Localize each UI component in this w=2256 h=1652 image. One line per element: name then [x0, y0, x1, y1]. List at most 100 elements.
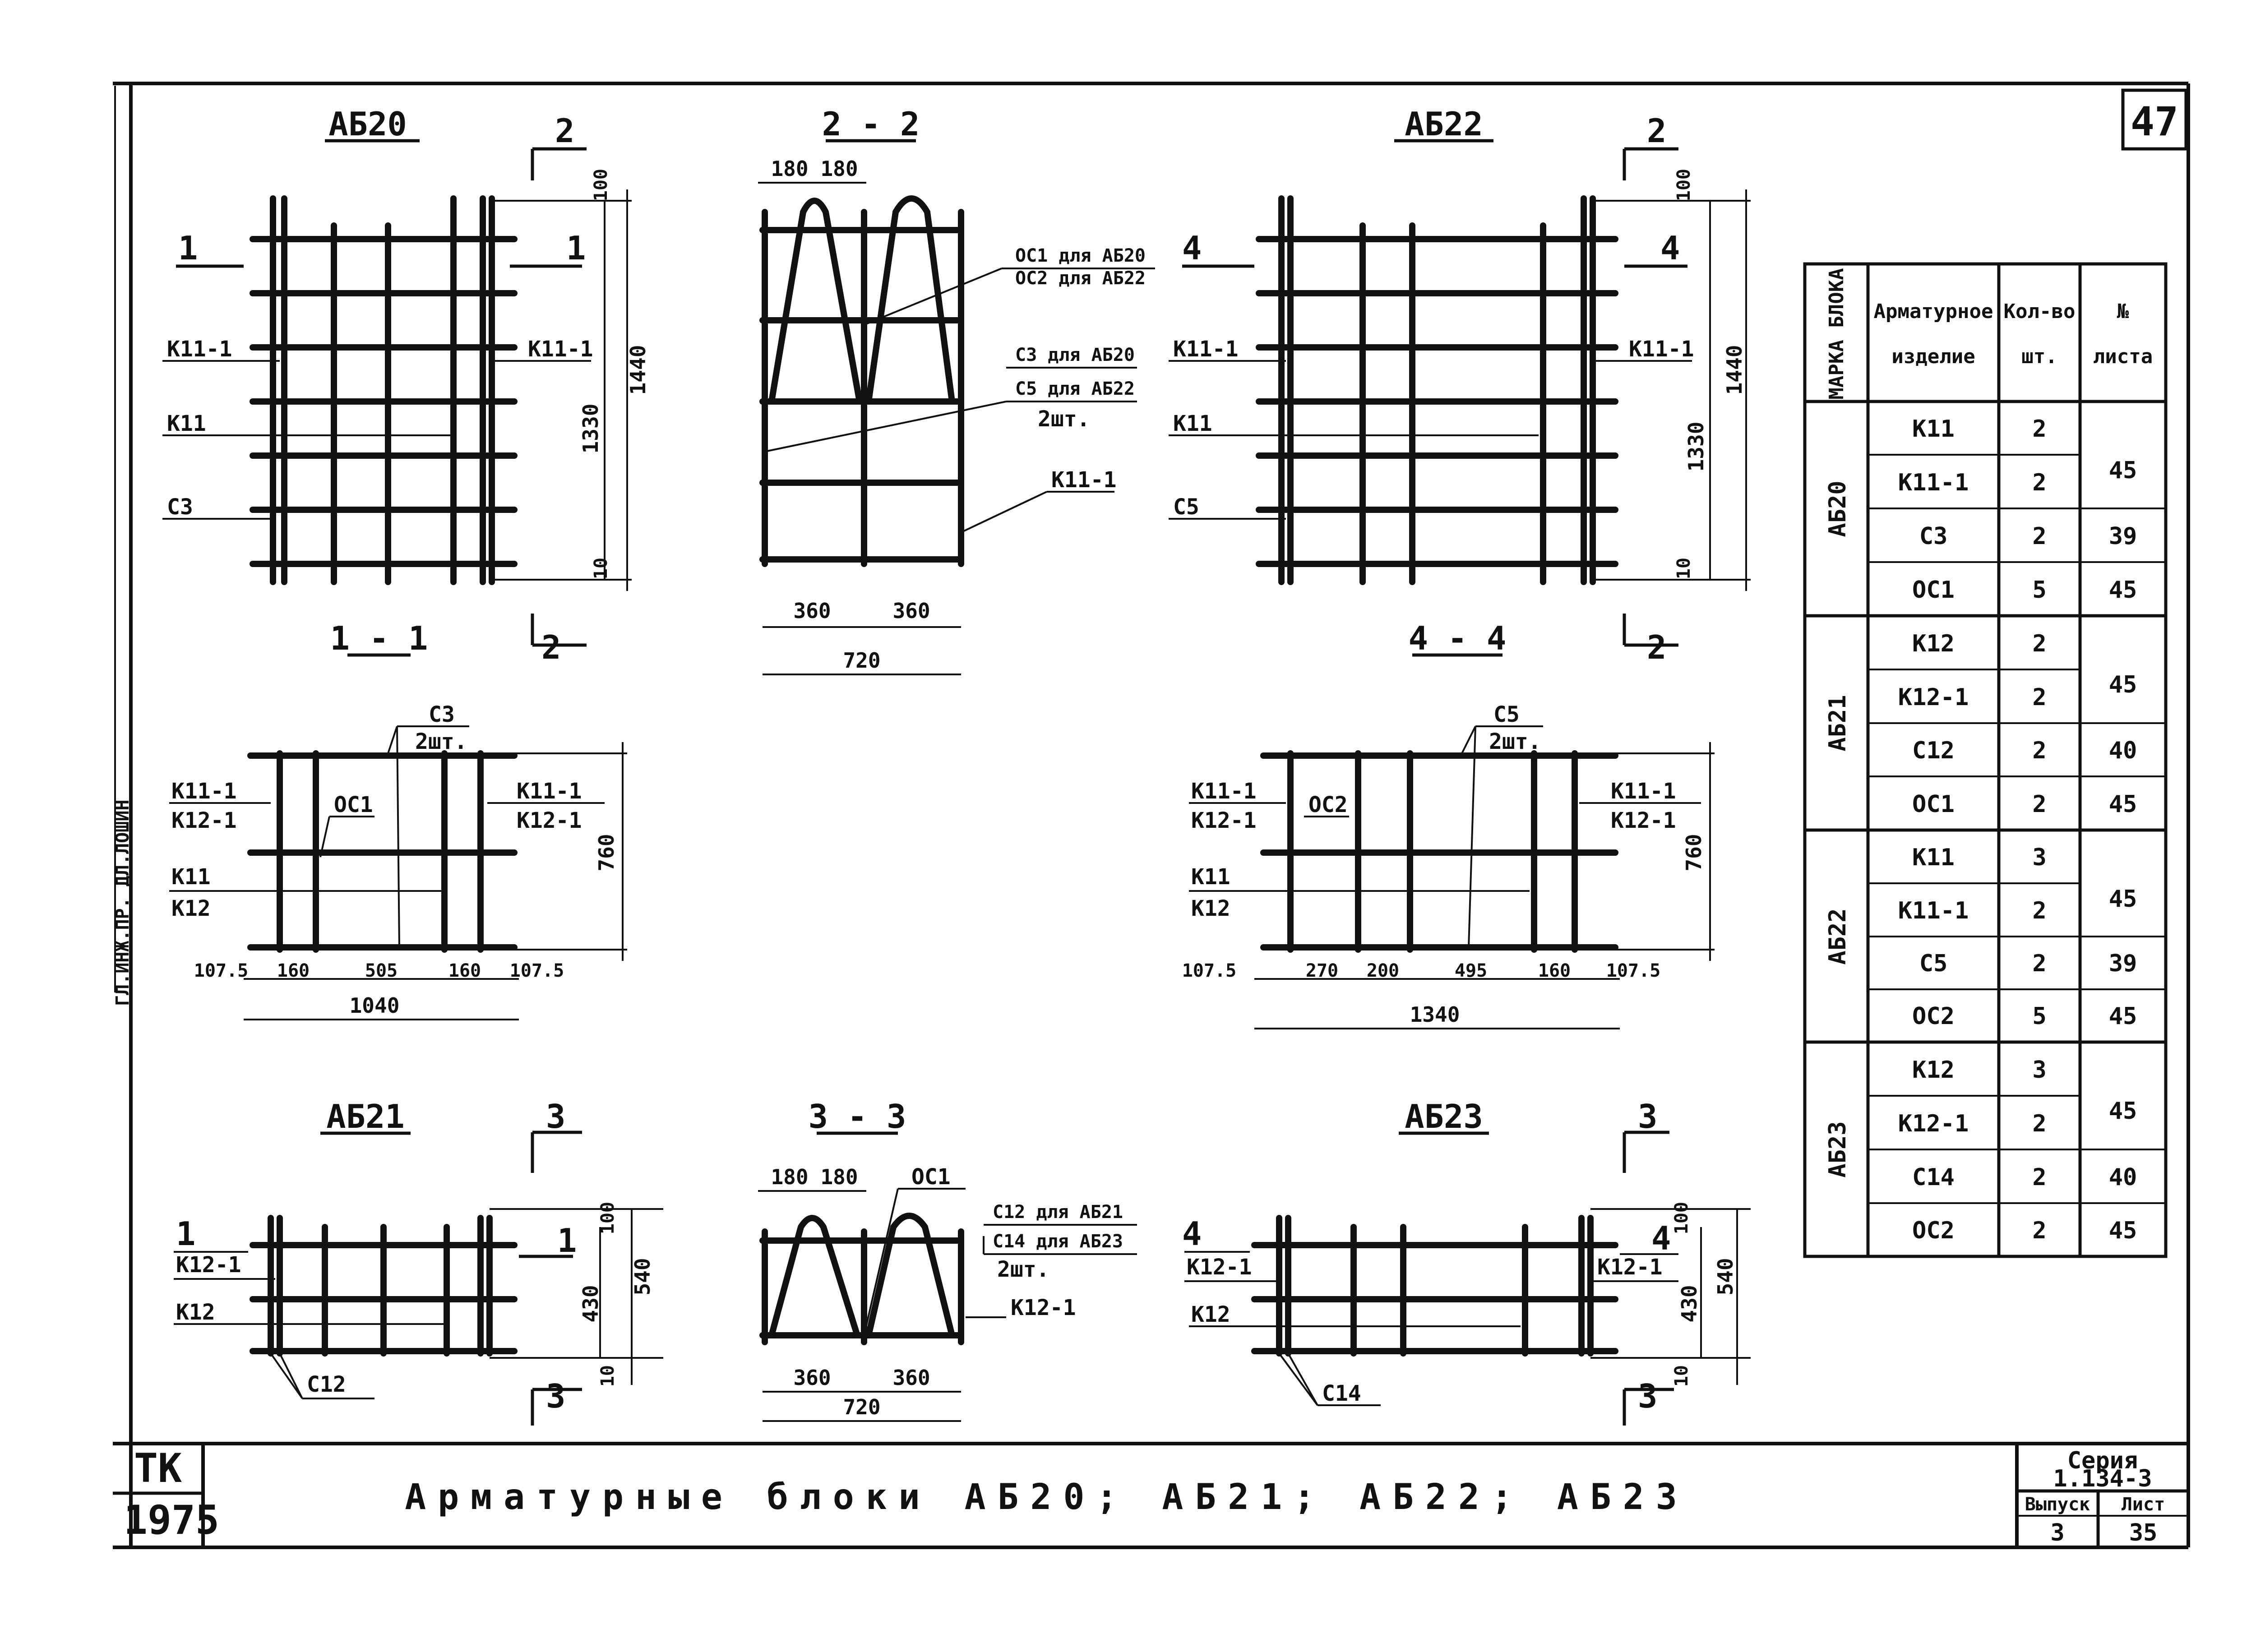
sec44-label-k11-1-right: К11-1 [1611, 779, 1676, 804]
spec-row-item: С12 [1912, 737, 1955, 764]
sec44-dim-2: 200 [1367, 960, 1399, 981]
ab20-label-k11: К11 [167, 411, 206, 436]
sec44-dim-4: 160 [1538, 960, 1571, 981]
sec44-label-k11-1-left: К11-1 [1191, 779, 1257, 804]
sheet-frame [113, 82, 2190, 1549]
spec-header-mark: МАРКА БЛОКА [1825, 268, 1848, 399]
spec-row-qty: 2 [2032, 1217, 2046, 1244]
ab22-label-k11-1-right: К11-1 [1629, 337, 1694, 362]
view-ab22: АБ22 2 2 4 4 К11-1 К11-1 [1169, 105, 1751, 666]
ab23-bars [1251, 1215, 1618, 1357]
sec33-label-oc1: ОС1 [911, 1164, 951, 1190]
ab22-label-c5: С5 [1173, 494, 1199, 520]
ab23-section-mark-bottom: 3 [1638, 1377, 1657, 1415]
ab21-section-mark-bottom: 3 [546, 1377, 565, 1415]
ab21-dim-inner: 430 [578, 1285, 603, 1322]
sec11-dim-total: 1040 [350, 993, 400, 1018]
spec-row-item: К11-1 [1898, 897, 1969, 924]
spec-group-1-mark: АБ21 [1824, 695, 1851, 751]
spec-row-item: К12 [1912, 1057, 1955, 1084]
spec-row-qty: 2 [2032, 1110, 2046, 1137]
sec11-label-c3: С3 [429, 702, 455, 727]
spec-row-sheet: 45 [2109, 791, 2137, 818]
sec11-label-k12-1-right: К12-1 [517, 808, 582, 833]
spec-row-item: К12-1 [1898, 1110, 1969, 1137]
sec44-bars [1260, 750, 1618, 953]
ab22-label-k11: К11 [1173, 411, 1212, 436]
spec-row-qty: 2 [2032, 897, 2046, 924]
spec-header-item-2: изделие [1891, 345, 1975, 368]
view-section-3-3: 3 - 3 180 180 ОС1 С12 для АБ21 С14 для А… [758, 1098, 1137, 1422]
spec-table: МАРКА БЛОКА Арматурное изделие Кол-во шт… [1803, 262, 2168, 1258]
spec-row-qty: 2 [2032, 950, 2046, 977]
spec-row-sheet: 45 [2109, 886, 2137, 913]
sec44-label-k12-1-left: К12-1 [1191, 808, 1257, 833]
sec11-dim-1: 160 [277, 960, 310, 981]
spec-row-sheet: 39 [2109, 523, 2137, 550]
sec11-label-k12: К12 [171, 896, 211, 921]
issue-value: 3 [2050, 1519, 2064, 1546]
ab20-dim-top: 100 [591, 169, 611, 201]
sec11-label-k12-1-left: К12-1 [171, 808, 237, 833]
ab20-dim-total: 1440 [626, 345, 650, 395]
drawing-title: Арматурные блоки АБ20; АБ21; АБ22; АБ23 [405, 1477, 1688, 1518]
ab23-dim-top: 100 [1671, 1202, 1692, 1234]
ab23-label-k12: К12 [1191, 1302, 1230, 1327]
series-value: 1.134-3 [2053, 1465, 2152, 1492]
sec44-dim-3: 495 [1455, 960, 1487, 981]
sec22-dim-total: 720 [843, 648, 880, 673]
spec-row-qty: 3 [2032, 844, 2046, 871]
spec-group-2-mark: АБ22 [1824, 908, 1851, 964]
issue-label: Выпуск [2025, 1494, 2090, 1515]
spec-row-qty: 2 [2032, 469, 2046, 496]
spec-row-sheet: 39 [2109, 950, 2137, 977]
ab23-dim-bottom: 10 [1671, 1365, 1692, 1387]
spec-row-sheet: 45 [2109, 457, 2137, 484]
spec-row-qty: 2 [2032, 791, 2046, 818]
ab20-label-c3: С3 [167, 494, 193, 520]
section-4-4-title: 4 - 4 [1409, 619, 1507, 657]
ab20-label-k11-1-left: К11-1 [167, 337, 232, 362]
spec-row-sheet: 40 [2109, 737, 2137, 764]
sec33-label-c14: С14 для АБ23 [993, 1231, 1123, 1252]
view-ab21-title: АБ21 [326, 1098, 404, 1135]
sec11-label-qty: 2шт. [415, 729, 467, 754]
sheet-value: 35 [2129, 1519, 2158, 1546]
sec33-dim-w1: 360 [793, 1366, 831, 1390]
spec-row-item: К11 [1912, 844, 1955, 871]
sec11-bars [247, 750, 518, 953]
view-ab22-title: АБ22 [1405, 105, 1483, 143]
spec-row-sheet: 40 [2109, 1164, 2137, 1191]
sec22-dim-b: 180 [820, 157, 858, 181]
ab21-cut-mark-right: 1 [557, 1222, 577, 1260]
spec-row-qty: 3 [2032, 1057, 2046, 1084]
ab22-bars [1256, 195, 1618, 585]
sec22-dim-w1: 360 [793, 599, 831, 623]
spec-group-0-mark: АБ20 [1824, 480, 1851, 537]
ab23-cut-mark-left: 4 [1182, 1215, 1202, 1253]
sec11-label-k11: К11 [171, 864, 211, 890]
ab23-cut-mark-right: 4 [1651, 1219, 1671, 1257]
spec-row-item: С3 [1919, 523, 1948, 550]
sec22-label-c3: С3 для АБ20 [1015, 345, 1135, 365]
spec-header-item-1: Арматурное [1874, 300, 1993, 323]
ab21-dim-bottom: 10 [597, 1365, 618, 1387]
ab20-cut-mark-right: 1 [566, 229, 586, 267]
sec44-dim-height: 760 [1682, 834, 1706, 871]
spec-row-item: С5 [1919, 950, 1948, 977]
sec33-label-k12-1: К12-1 [1011, 1295, 1076, 1320]
ab21-section-mark-top: 3 [546, 1098, 565, 1135]
view-section-4-4: 4 - 4 С5 2шт. ОС2 К11-1 К12-1 К11-1 К12-… [1182, 619, 1715, 1029]
spec-row-qty: 5 [2032, 1003, 2046, 1030]
ab22-section-mark-top: 2 [1647, 112, 1666, 150]
sec11-dim-0: 107.5 [194, 960, 248, 981]
ab20-cut-mark-left: 1 [178, 229, 198, 267]
spec-row-item: К11-1 [1898, 469, 1969, 496]
sec33-label-c12: С12 для АБ21 [993, 1202, 1123, 1223]
ab22-section-mark-bottom: 2 [1647, 628, 1666, 666]
ab21-dim-top: 100 [597, 1202, 618, 1234]
sec33-dim-a: 180 [771, 1165, 808, 1189]
org-mark-year: 1975 [124, 1497, 219, 1543]
sec44-label-k11: К11 [1191, 864, 1230, 890]
